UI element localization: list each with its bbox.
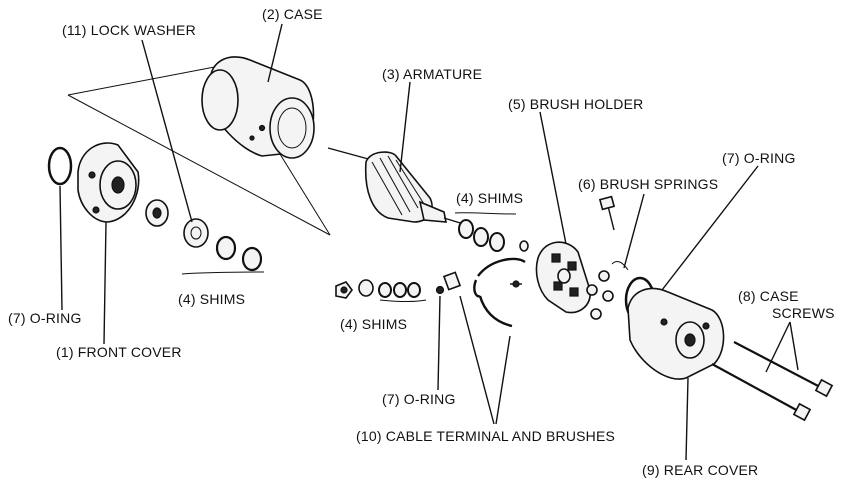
brush-holder-label: (5) BRUSH HOLDER	[508, 96, 644, 112]
cable-terminal-label: (10) CABLE TERMINAL AND BRUSHES	[356, 428, 616, 444]
o-ring-left-label: (7) O-RING	[8, 310, 82, 326]
rear-cover-label: (9) REAR COVER	[642, 462, 759, 478]
brush-band-part	[442, 257, 526, 328]
brush-springs-label: (6) BRUSH SPRINGS	[578, 176, 719, 192]
shims-middle-part	[335, 279, 421, 299]
front-cover-label: (1) FRONT COVER	[56, 344, 182, 360]
front-cover-part	[77, 142, 140, 223]
leader-lines	[59, 23, 799, 461]
lock-washer-part	[183, 218, 209, 248]
brush-springs-part	[586, 195, 616, 320]
armature-part	[327, 147, 471, 227]
shims-upper-label: (4) SHIMS	[456, 190, 524, 206]
case-screws-label-line2: SCREWS	[772, 305, 835, 321]
o-ring-top-label: (7) O-RING	[722, 150, 796, 166]
shims-front-part	[215, 235, 263, 272]
front-bearing-part	[145, 199, 169, 227]
rear-cover-part	[627, 287, 725, 380]
shims-middle-label: (4) SHIMS	[340, 316, 408, 332]
shims-upper-part	[458, 219, 529, 252]
o-ring-left-part	[47, 146, 73, 186]
armature-label: (3) ARMATURE	[382, 66, 483, 82]
case-label: (2) CASE	[262, 6, 323, 22]
o-ring-middle-label: (7) O-RING	[382, 391, 456, 407]
o-ring-middle-part	[435, 285, 445, 295]
shims-left-label: (4) SHIMS	[178, 291, 246, 307]
case-screws-part	[711, 341, 834, 422]
lock-washer-label: (11) LOCK WASHER	[62, 22, 196, 38]
case-screws-label-line1: (8) CASE	[738, 288, 799, 304]
brush-holder-part	[535, 241, 591, 314]
case-part	[201, 56, 315, 159]
